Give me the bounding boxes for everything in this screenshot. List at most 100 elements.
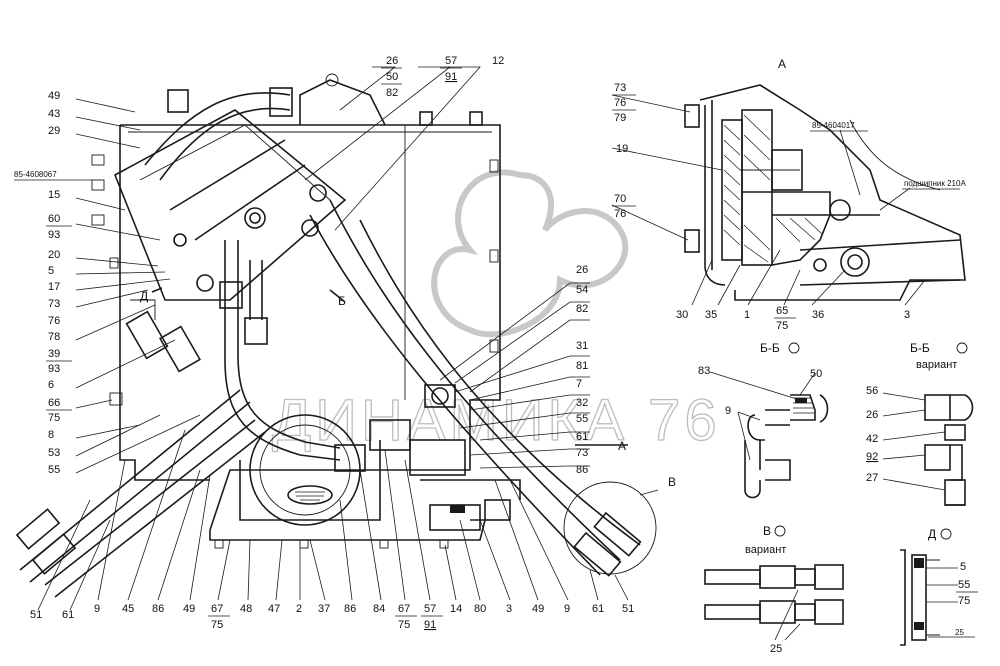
a-label-35: 35 xyxy=(705,309,717,321)
marker-a: А xyxy=(618,439,626,453)
bbv-label-92: 92 xyxy=(866,451,878,463)
label-b-86b: 86 xyxy=(344,603,356,615)
a-label-65: 65 xyxy=(776,305,788,317)
label-26-right: 26 xyxy=(576,264,588,276)
label-73-right: 73 xyxy=(576,447,588,459)
label-82-right: 82 xyxy=(576,303,588,315)
label-57-top: 57 xyxy=(445,55,457,67)
label-91-top: 91 xyxy=(445,71,457,83)
label-76: 76 xyxy=(48,315,60,327)
label-b-2: 2 xyxy=(296,603,302,615)
label-b-75b: 75 xyxy=(398,619,410,631)
label-b-37: 37 xyxy=(318,603,330,615)
label-b-14: 14 xyxy=(450,603,462,615)
d-label-25-small: 25 xyxy=(955,628,964,637)
label-50-top: 50 xyxy=(386,71,398,83)
label-49: 49 xyxy=(48,90,60,102)
label-6: 6 xyxy=(48,379,54,391)
view-bb-title: Б-Б xyxy=(760,341,780,355)
marker-b: Б xyxy=(338,294,346,308)
label-55: 55 xyxy=(48,464,60,476)
label-b-57: 57 xyxy=(424,603,436,615)
label-31: 31 xyxy=(576,340,588,352)
bbv-label-56: 56 xyxy=(866,385,878,397)
view-bb: Б-Б 83 50 9 xyxy=(698,341,829,499)
label-b-48: 48 xyxy=(240,603,252,615)
labels-left: 49 43 29 85-4608067 15 60 93 20 5 17 73 … xyxy=(14,90,72,476)
label-5: 5 xyxy=(48,265,54,277)
label-66: 66 xyxy=(48,397,60,409)
a-label-70: 70 xyxy=(614,193,626,205)
label-60: 60 xyxy=(48,213,60,225)
watermark: ДИНАМИКА 76 xyxy=(271,169,721,454)
label-73: 73 xyxy=(48,298,60,310)
view-d: Д 5 55 75 25 xyxy=(900,527,978,646)
a-label-73: 73 xyxy=(614,82,626,94)
label-75: 75 xyxy=(48,412,60,424)
labels-bottom: 51 61 9 45 86 49 67 75 48 47 2 37 86 84 … xyxy=(30,603,634,631)
a-label-3: 3 xyxy=(904,309,910,321)
bbv-label-26: 26 xyxy=(866,409,878,421)
bbv-label-42: 42 xyxy=(866,433,878,445)
part-number-left: 85-4608067 xyxy=(14,170,57,179)
main-view: Д Б А В xyxy=(15,73,676,598)
view-bb-variant-subtitle: вариант xyxy=(916,359,957,371)
d-label-5: 5 xyxy=(960,561,966,573)
label-8: 8 xyxy=(48,429,54,441)
label-53: 53 xyxy=(48,447,60,459)
view-bb-variant: Б-Б вариант 56 26 42 92 27 xyxy=(866,341,974,506)
label-54: 54 xyxy=(576,284,588,296)
label-81: 81 xyxy=(576,360,588,372)
a-label-76: 76 xyxy=(614,97,626,109)
view-v-subtitle: вариант xyxy=(745,544,786,556)
label-b-45: 45 xyxy=(122,603,134,615)
label-b-49b: 49 xyxy=(532,603,544,615)
d-label-55: 55 xyxy=(958,579,970,591)
label-b-9b: 9 xyxy=(564,603,570,615)
leader-lines-main xyxy=(14,66,629,611)
label-b-47: 47 xyxy=(268,603,280,615)
view-a-title: А xyxy=(778,57,786,71)
view-a: А 73 76 xyxy=(611,57,966,332)
callout-circle-v xyxy=(563,481,657,575)
label-b-61b: 61 xyxy=(592,603,604,615)
label-b-67: 67 xyxy=(211,603,223,615)
marker-d: Д xyxy=(140,289,148,303)
label-12: 12 xyxy=(492,55,504,67)
a-label-30: 30 xyxy=(676,309,688,321)
label-26-top: 26 xyxy=(386,55,398,67)
a-label-76b: 76 xyxy=(614,208,626,220)
a-label-75: 75 xyxy=(776,320,788,332)
label-20: 20 xyxy=(48,249,60,261)
watermark-text: ДИНАМИКА 76 xyxy=(272,388,721,453)
bb-label-50: 50 xyxy=(810,368,822,380)
bbv-label-27: 27 xyxy=(866,472,878,484)
label-15: 15 xyxy=(48,189,60,201)
bb-label-83: 83 xyxy=(698,365,710,377)
label-17: 17 xyxy=(48,281,60,293)
view-v-variant: В вариант 25 xyxy=(704,524,844,655)
view-bb-variant-title: Б-Б xyxy=(910,341,930,355)
label-39: 39 xyxy=(48,348,60,360)
labels-right: 26 54 82 31 81 7 32 55 61 73 86 xyxy=(576,264,588,476)
label-b-51: 51 xyxy=(30,609,42,621)
label-b-9: 9 xyxy=(94,603,100,615)
label-b-84: 84 xyxy=(373,603,385,615)
a-label-1: 1 xyxy=(744,309,750,321)
label-b-67b: 67 xyxy=(398,603,410,615)
view-v-title: В xyxy=(763,524,771,538)
bearing-note: подшипник 210А xyxy=(904,179,966,188)
label-b-86: 86 xyxy=(152,603,164,615)
label-32: 32 xyxy=(576,397,588,409)
label-82-top: 82 xyxy=(386,87,398,99)
label-b-49: 49 xyxy=(183,603,195,615)
label-29: 29 xyxy=(48,125,60,137)
label-b-61: 61 xyxy=(62,609,74,621)
label-55-right: 55 xyxy=(576,413,588,425)
label-b-80: 80 xyxy=(474,603,486,615)
view-d-title: Д xyxy=(928,527,936,541)
labels-top: 26 50 82 57 91 12 xyxy=(381,55,504,99)
label-b-3: 3 xyxy=(506,603,512,615)
a-label-79: 79 xyxy=(614,112,626,124)
